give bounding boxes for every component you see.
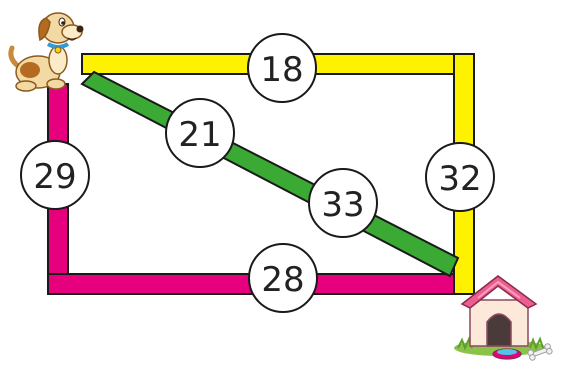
doghouse-icon xyxy=(454,275,553,361)
value-diagonal-2: 33 xyxy=(321,185,364,225)
circle-diagonal-2: 33 xyxy=(308,168,378,238)
value-left: 29 xyxy=(33,157,76,197)
value-top: 18 xyxy=(260,50,303,90)
value-right: 32 xyxy=(438,159,481,199)
circle-top: 18 xyxy=(247,33,317,103)
circle-bottom: 28 xyxy=(248,243,318,313)
dog-icon xyxy=(8,12,84,92)
diagonal-path xyxy=(80,70,460,278)
value-bottom: 28 xyxy=(261,260,304,300)
circle-diagonal-1: 21 xyxy=(165,98,235,168)
value-diagonal-1: 21 xyxy=(178,115,221,155)
circle-left: 29 xyxy=(20,140,90,210)
circle-right: 32 xyxy=(425,142,495,212)
